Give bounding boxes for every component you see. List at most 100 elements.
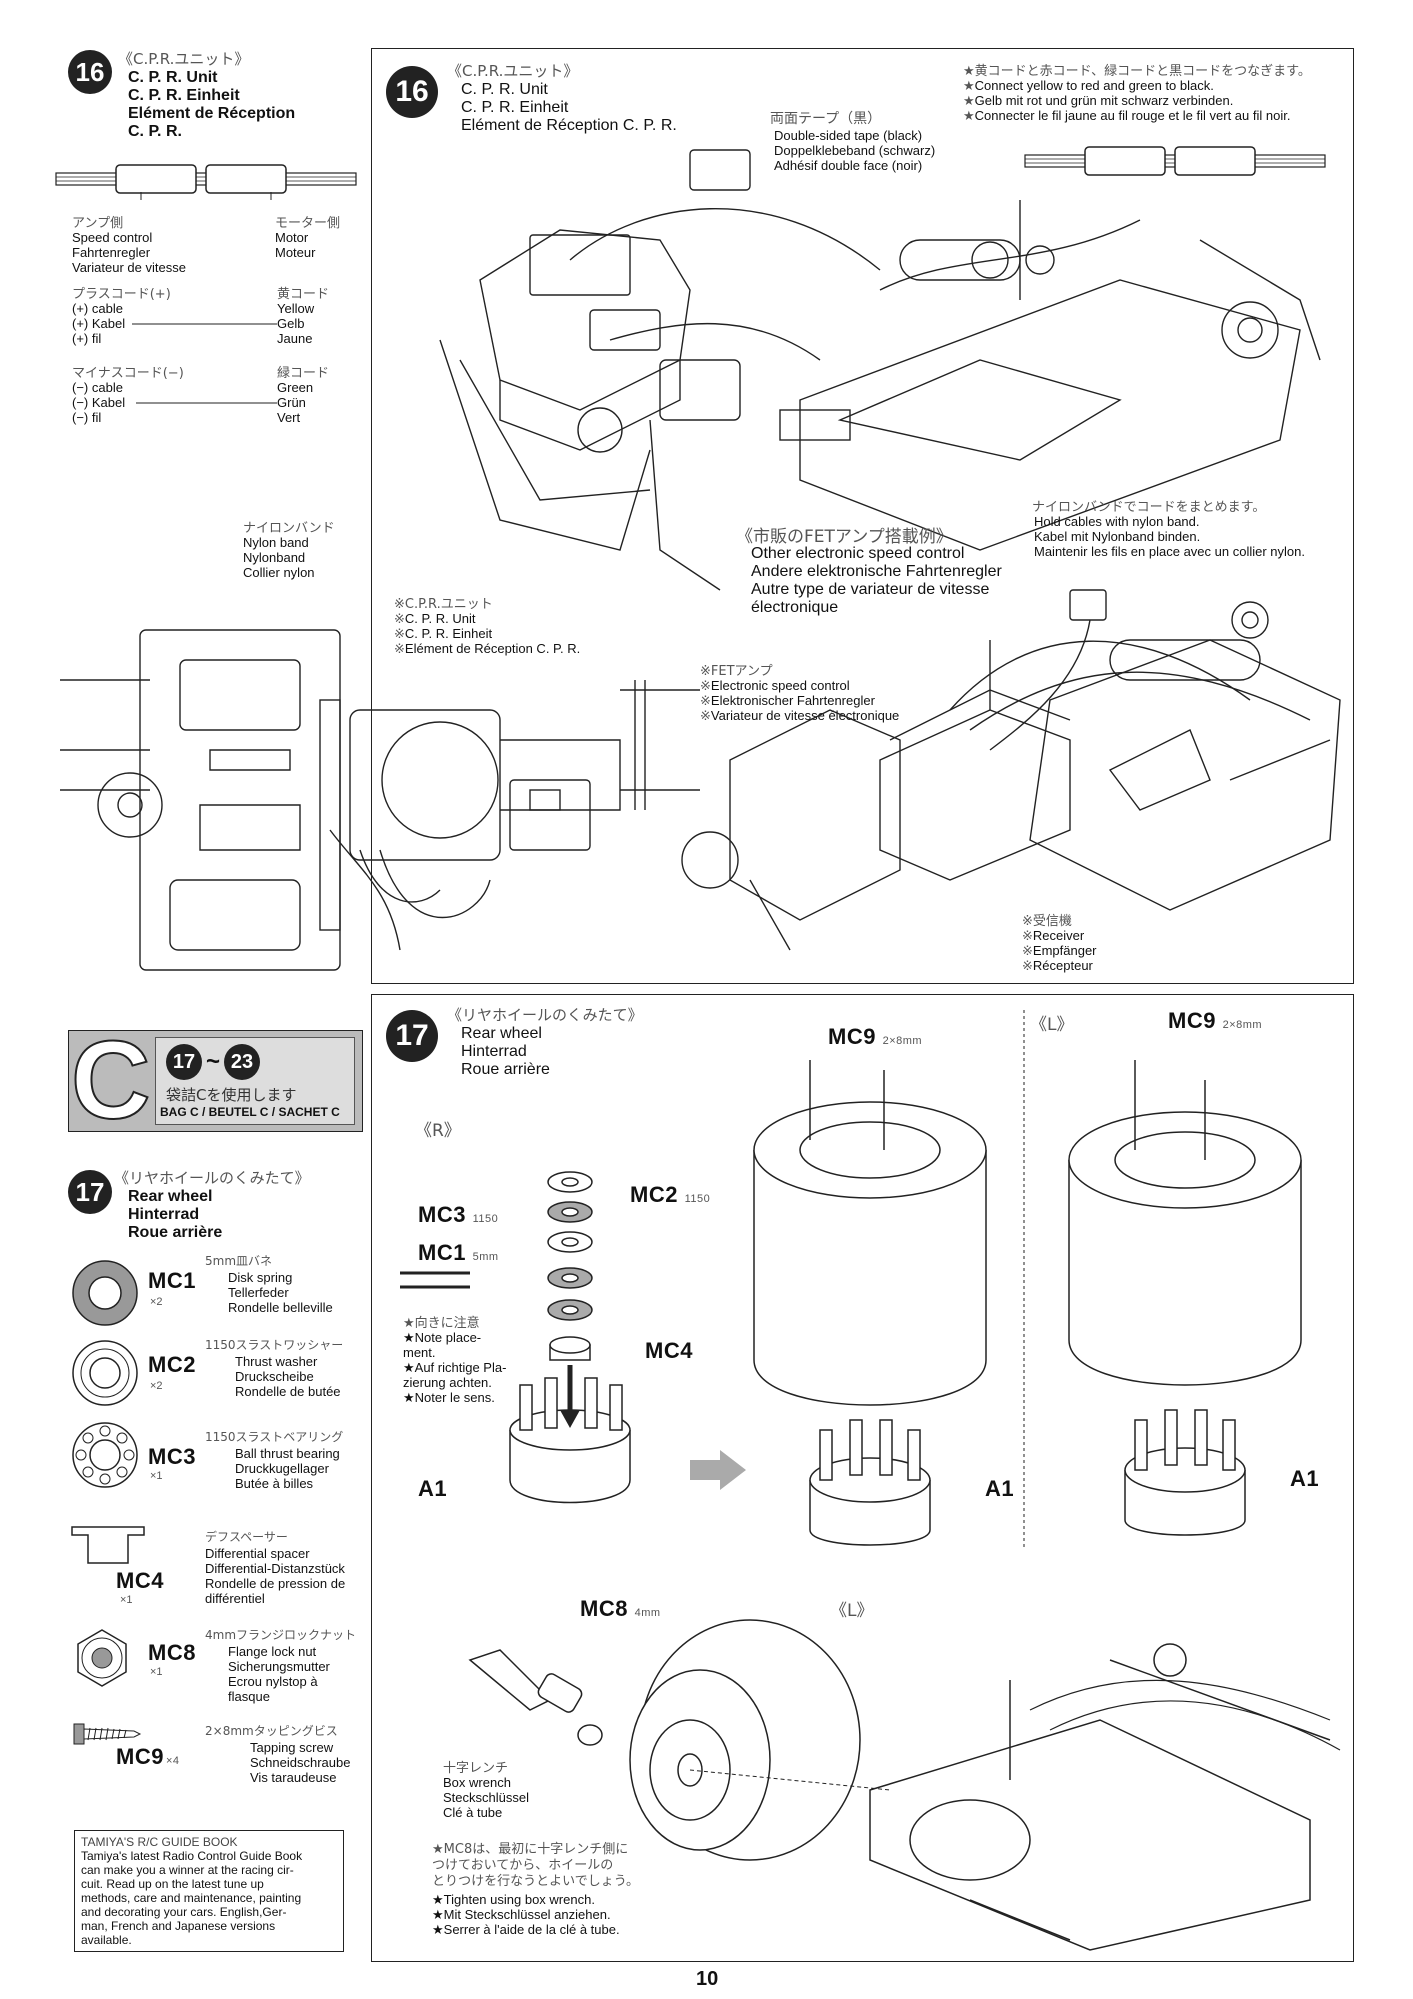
tape-line: Doppelklebeband (schwarz) bbox=[774, 143, 936, 158]
step-17-title-line: Roue arrière bbox=[128, 1224, 223, 1241]
mc9-tapping-screw-icon bbox=[73, 1723, 142, 1745]
mc4-qty: ×1 bbox=[120, 1594, 133, 1606]
mc4-jp: デフスペーサー bbox=[205, 1530, 288, 1544]
bag-c-inner: 17 ~ 23 袋詰Cを使用します BAG C / BEUTEL C / SAC… bbox=[155, 1037, 355, 1125]
yellow-cable-line: Yellow bbox=[277, 301, 315, 316]
other-esc-line: électronique bbox=[751, 599, 839, 616]
guide-book-line: man, French and Japanese versions bbox=[81, 1919, 276, 1933]
guide-book-line: cuit. Read up on the latest tune up bbox=[81, 1877, 264, 1891]
connect-labels: ★Connect yellow to red and green to blac… bbox=[963, 78, 1290, 123]
hold-cables-line: Kabel mit Nylonband binden. bbox=[1034, 529, 1201, 544]
minus-cable-line: (−) fil bbox=[72, 410, 102, 425]
green-cable-line: Grün bbox=[277, 395, 306, 410]
box-wrench-line: Box wrench bbox=[443, 1775, 511, 1790]
mc2-label-code: MC2 bbox=[630, 1182, 678, 1207]
mc1-qty: ×2 bbox=[150, 1296, 163, 1308]
guide-book-title: TAMIYA'S R/C GUIDE BOOK bbox=[81, 1835, 238, 1849]
step-16-badge: 16 bbox=[68, 50, 112, 94]
cpr-note-jp: ※C.P.R.ユニット bbox=[394, 597, 493, 612]
green-cable-line: Green bbox=[277, 380, 314, 395]
mc1-jp: 5mm皿バネ bbox=[205, 1254, 273, 1268]
fet-note-line: ※Electronic speed control bbox=[700, 678, 850, 693]
mc3-label-code: MC3 bbox=[418, 1202, 466, 1227]
step-16-title-line: C. P. R. bbox=[128, 123, 182, 140]
mc2-thrust-washer-icon bbox=[72, 1340, 138, 1406]
box-wrench-jp: 十字レンチ bbox=[443, 1761, 509, 1776]
other-esc-line: Autre type de variateur de vitesse bbox=[751, 581, 990, 598]
tighten-note-jp: ★MC8は、最初に十字レンチ側に つけておいてから、ホイールの とりつけを行なう… bbox=[432, 1842, 639, 1890]
mc3-desc-line: Ball thrust bearing bbox=[235, 1446, 340, 1461]
hold-cables-jp: ナイロンバンドでコードをまとめます。 bbox=[1032, 500, 1266, 515]
tape-line: Adhésif double face (noir) bbox=[774, 158, 923, 173]
step-17-panel-title: Rear wheel Hinterrad Roue arrière bbox=[461, 1025, 643, 1079]
motor-side-jp: モーター側 bbox=[275, 216, 341, 231]
mc8-flange-nut-icon bbox=[77, 1629, 127, 1687]
other-esc-line: Other electronic speed control bbox=[751, 545, 965, 562]
tape-line: Double-sided tape (black) bbox=[774, 128, 923, 143]
mc8-desc-line: Ecrou nylstop à bbox=[228, 1674, 318, 1689]
mc9-code: MC9×4 bbox=[116, 1744, 180, 1770]
step-17-badge: 17 bbox=[68, 1170, 112, 1214]
guide-book-line: available. bbox=[81, 1933, 132, 1947]
box-wrench-line: Steckschlüssel bbox=[443, 1790, 529, 1805]
a1-label-3: A1 bbox=[1290, 1466, 1320, 1491]
step-16-title-line: C. P. R. Unit bbox=[128, 69, 218, 86]
mc9-label-left-code: MC9 bbox=[1168, 1008, 1216, 1033]
cpr-note-line: ※Elément de Réception C. P. R. bbox=[394, 641, 581, 656]
step-16-panel-jp: 《C.P.R.ユニット》 bbox=[447, 62, 579, 80]
connect-jp: ★黄コードと赤コード、緑コードと黒コードをつなぎます。 bbox=[963, 64, 1311, 79]
mc4-desc-line: Differential spacer bbox=[205, 1546, 310, 1561]
tighten-note-jp-line: ★MC8は、最初に十字レンチ側に bbox=[432, 1842, 629, 1857]
mc3-desc-line: Druckkugellager bbox=[235, 1461, 329, 1476]
placement-note: ★Note place- ment. ★Auf richtige Pla- zi… bbox=[403, 1330, 506, 1405]
mc9-desc-line: Schneidschraube bbox=[250, 1755, 351, 1770]
mc1-label-size: 5mm bbox=[472, 1251, 499, 1263]
page-number: 10 bbox=[696, 1968, 719, 1990]
mc2-desc: Thrust washer Druckscheibe Rondelle de b… bbox=[235, 1354, 341, 1399]
receiver-note-jp: ※受信機 bbox=[1022, 914, 1072, 929]
mc4-desc-line: différentiel bbox=[205, 1591, 265, 1606]
mc1-label: MC1 5mm bbox=[418, 1240, 499, 1266]
amp-side-labels: Speed control Fahrtenregler Variateur de… bbox=[72, 230, 186, 275]
mc1-label-code: MC1 bbox=[418, 1240, 466, 1265]
bag-c-label: BAG C / BEUTEL C / SACHET C bbox=[160, 1105, 340, 1119]
minus-cable-line: (−) cable bbox=[72, 380, 123, 395]
fet-esc-assembly-drawing bbox=[681, 589, 1341, 951]
step-17-panel-jp: 《リヤホイールのくみたて》 bbox=[447, 1006, 643, 1024]
mc2-qty: ×2 bbox=[150, 1380, 163, 1392]
nylon-band-labels: Nylon band Nylonband Collier nylon bbox=[243, 535, 315, 580]
plus-cable-leader bbox=[132, 323, 277, 325]
cpr-note-line: ※C. P. R. Unit bbox=[394, 611, 476, 626]
mc8-desc-line: Sicherungsmutter bbox=[228, 1659, 330, 1674]
green-cable-line: Vert bbox=[277, 410, 301, 425]
guide-book-box: TAMIYA'S R/C GUIDE BOOK Tamiya's latest … bbox=[74, 1830, 344, 1952]
guide-book-line: methods, care and maintenance, painting bbox=[81, 1891, 302, 1905]
bag-c-jp: 袋詰Cを使用します bbox=[166, 1086, 297, 1104]
step-16-panel-badge: 16 bbox=[386, 66, 438, 118]
step-17-panel-badge: 17 bbox=[386, 1010, 438, 1062]
mc9-label-right: MC9 2×8mm bbox=[828, 1024, 922, 1050]
mc4-desc-line: Rondelle de pression de bbox=[205, 1576, 346, 1591]
tighten-note-line: ★Mit Steckschlüssel anziehen. bbox=[432, 1907, 611, 1922]
receiver-note-labels: ※Receiver ※Empfänger ※Récepteur bbox=[1022, 928, 1097, 973]
tape-labels: Double-sided tape (black) Doppelklebeban… bbox=[774, 128, 935, 173]
minus-cable-line: (−) Kabel bbox=[72, 395, 126, 410]
mc2-code: MC2 bbox=[148, 1352, 196, 1377]
plus-cable-labels: (+) cable (+) Kabel (+) fil bbox=[72, 301, 125, 346]
mc9-label-left: MC9 2×8mm bbox=[1168, 1008, 1262, 1034]
step-16-title-line: Elément de Réception bbox=[128, 105, 296, 122]
plus-cable-line: (+) cable bbox=[72, 301, 123, 316]
mc9-desc-line: Vis taraudeuse bbox=[250, 1770, 337, 1785]
amp-side-line: Fahrtenregler bbox=[72, 245, 151, 260]
mc1-desc-line: Disk spring bbox=[228, 1270, 293, 1285]
rear-wheel-right-drawing bbox=[753, 1060, 987, 1546]
step-17-panel-title-line: Hinterrad bbox=[461, 1043, 527, 1060]
minus-cable-labels: (−) cable (−) Kabel (−) fil bbox=[72, 380, 125, 425]
mc4-desc-line: Differential-Distanzstück bbox=[205, 1561, 345, 1576]
fet-note-line: ※Elektronischer Fahrtenregler bbox=[700, 693, 875, 708]
mc1-desc-line: Tellerfeder bbox=[228, 1285, 289, 1300]
fet-note-jp: ※FETアンプ bbox=[700, 664, 773, 679]
step-17-heading: 《リヤホイールのくみたて》 Rear wheel Hinterrad Roue … bbox=[114, 1167, 310, 1242]
plus-cable-line: (+) Kabel bbox=[72, 316, 126, 331]
step-17-panel-title-line: Roue arrière bbox=[461, 1061, 550, 1078]
